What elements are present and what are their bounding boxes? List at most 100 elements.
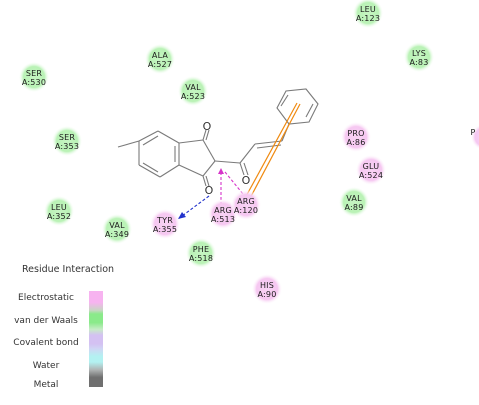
bond — [239, 162, 245, 176]
bond-double — [305, 103, 314, 118]
residue-bubble — [52, 126, 82, 156]
residue-bubble — [353, 0, 383, 28]
residue-chain-id: A:86 — [346, 138, 365, 147]
legend-item-van-der-waals: van der Waals — [14, 316, 78, 326]
bond — [256, 144, 282, 149]
ligand-structure — [117, 88, 319, 187]
oxygen-atom-label: O — [203, 120, 212, 133]
hbond-interaction-line — [224, 171, 244, 195]
residue-name: PRO — [347, 129, 364, 138]
residue-name: GLU — [363, 162, 380, 171]
orange-interaction-line — [243, 102, 298, 201]
residue-edge: P — [470, 125, 479, 149]
bond — [202, 160, 216, 177]
residue-layer: LEUA:123ALAA:527LYSA:83SERA:530VALA:523S… — [19, 0, 434, 304]
residue-chain-id: A:355 — [153, 225, 177, 234]
bond — [157, 130, 180, 144]
bond — [243, 162, 249, 176]
residue-name: SER — [59, 133, 76, 142]
bond — [202, 139, 216, 162]
residue-name: ALA — [152, 51, 169, 60]
residue-bubble — [341, 122, 371, 152]
residue-name: HIS — [260, 281, 274, 290]
residue-chain-id: A:527 — [148, 60, 172, 69]
residue-chain-id: A:523 — [181, 92, 205, 101]
residue-chain-id: A:89 — [344, 203, 363, 212]
residue-bubble — [186, 238, 216, 268]
residue-name: ARG — [237, 197, 255, 206]
residue-bubble — [404, 42, 434, 72]
residue-chain-id: A:518 — [189, 254, 213, 263]
residue-name: LEU — [51, 203, 67, 212]
bond — [205, 175, 210, 187]
residue-name: PHE — [193, 245, 210, 254]
bond — [159, 164, 180, 178]
residue-bubble — [44, 196, 74, 226]
residue-bubble — [231, 190, 261, 220]
bond — [202, 129, 207, 141]
bond — [239, 143, 256, 164]
residue-name: P — [470, 128, 475, 137]
residue-bubble — [19, 62, 49, 92]
residue-name: ARG — [214, 206, 232, 215]
residue-name: SER — [26, 69, 43, 78]
bond — [205, 129, 210, 141]
residue-name: LEU — [360, 5, 376, 14]
residue-chain-id: A:524 — [359, 171, 383, 180]
residue-name: VAL — [109, 221, 125, 230]
oxygen-atom-label: O — [205, 184, 214, 197]
legend-color-bar — [89, 291, 103, 387]
residue-chain-id: A:530 — [22, 78, 46, 87]
orange-interaction-line — [247, 103, 301, 203]
residue-bubble — [102, 214, 132, 244]
bond — [138, 164, 161, 178]
residue-bubble — [339, 187, 369, 217]
residue-chain-id: A:353 — [55, 142, 79, 151]
residue-name: LYS — [412, 49, 426, 58]
bond — [117, 140, 140, 148]
bond — [202, 175, 207, 187]
oxygen-atom-label: O — [242, 174, 251, 187]
residue-bubble — [150, 209, 180, 239]
residue-name: TYR — [156, 216, 173, 225]
residue-bubble — [471, 125, 479, 149]
oxygen-labels: O O O — [203, 120, 251, 197]
residue-chain-id: A:90 — [257, 290, 276, 299]
phenyl-ring — [276, 88, 319, 125]
arrow-head — [218, 168, 224, 174]
residue-bubble — [356, 155, 386, 185]
legend-item-metal: Metal — [33, 380, 59, 390]
bond — [254, 140, 283, 145]
legend-item-covalent-bond: Covalent bond — [13, 338, 79, 348]
residue-name: VAL — [185, 83, 201, 92]
residue-bubble — [178, 76, 208, 106]
bond — [178, 139, 204, 144]
residue-chain-id: A:83 — [409, 58, 428, 67]
legend-title: Residue Interaction — [22, 264, 115, 275]
residue-chain-id: A:352 — [47, 212, 71, 221]
bond — [138, 130, 159, 142]
arrow-head — [178, 212, 186, 219]
residue-chain-id: A:513 — [211, 215, 235, 224]
residue-bubble — [208, 199, 238, 229]
legend-item-electrostatic: Electrostatic — [18, 293, 74, 303]
bond — [214, 160, 241, 164]
bond-double — [142, 135, 159, 146]
bond-double — [142, 162, 159, 173]
